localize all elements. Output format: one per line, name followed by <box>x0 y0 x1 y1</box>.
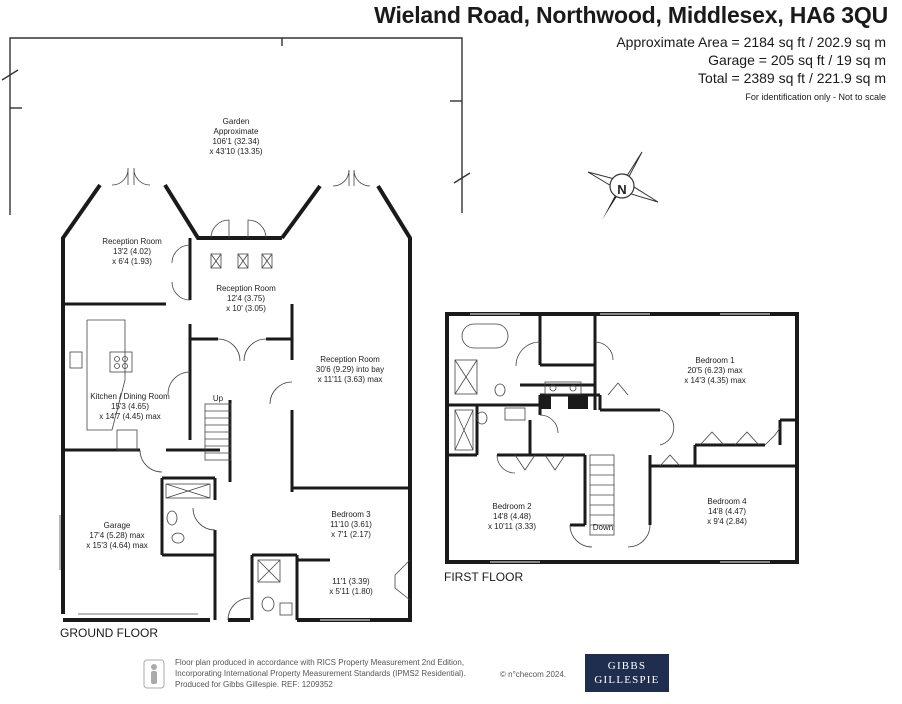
ground-floor-fittings <box>59 167 411 621</box>
reception-1-dim2: x 6'4 (1.93) <box>112 257 152 266</box>
reception-3-name: Reception Room <box>320 355 380 364</box>
brand-logo: GIBBS GILLESPIE <box>585 654 669 692</box>
compass-label: N <box>617 182 626 197</box>
stairs-up-label: Up <box>213 394 224 403</box>
kitchen-name: Kitchen / Dining Room <box>90 392 170 401</box>
bedroom-2-dim2: x 10'11 (3.33) <box>488 522 536 531</box>
chimney-block-small <box>541 395 551 409</box>
footer-line-1: Floor plan produced in accordance with R… <box>175 658 465 667</box>
ground-floor-title: GROUND FLOOR <box>60 626 159 640</box>
ground-floor-labels: Garden Approximate 106'1 (32.34) x 43'10… <box>86 117 384 596</box>
bedroom-4-dim1: 14'8 (4.47) <box>708 507 746 516</box>
garden-dim1: 106'1 (32.34) <box>213 137 260 146</box>
garage-dim1: 17'4 (5.28) max <box>89 531 144 540</box>
bedroom-1-dim2: x 14'3 (4.35) max <box>684 376 746 385</box>
small-room-dim1: 11'1 (3.39) <box>332 577 370 586</box>
stairs-down-label: Down <box>593 523 613 532</box>
footer-line-2: Incorporating International Property Mea… <box>175 669 466 678</box>
first-floor-interior-walls <box>447 314 797 527</box>
total-area: Total = 2389 sq ft / 221.9 sq m <box>698 70 886 86</box>
bedroom-3-name: Bedroom 3 <box>331 510 371 519</box>
bedroom-3-dim2: x 7'1 (2.17) <box>331 530 371 539</box>
garden-dim2: x 43'10 (13.35) <box>209 147 262 156</box>
approx-area: Approximate Area = 2184 sq ft / 202.9 sq… <box>616 34 886 50</box>
footer-note: Floor plan produced in accordance with R… <box>175 657 595 690</box>
bedroom-1-name: Bedroom 1 <box>695 356 735 365</box>
chimney-block <box>568 395 588 409</box>
reception-2-name: Reception Room <box>216 284 276 293</box>
first-floor-fittings <box>454 313 781 563</box>
reception-1-dim1: 13'2 (4.02) <box>113 247 151 256</box>
bedroom-1-dim1: 20'5 (6.23) max <box>687 366 742 375</box>
bedroom-3-dim1: 11'10 (3.61) <box>330 520 372 529</box>
first-floor-labels: Bedroom 1 20'5 (6.23) max x 14'3 (4.35) … <box>488 356 747 532</box>
bedroom-4-dim2: x 9'4 (2.84) <box>707 517 747 526</box>
compass-icon <box>587 151 659 220</box>
copyright: © n°checom 2024. <box>500 670 567 679</box>
garden-boundary <box>1 37 471 215</box>
kitchen-dim2: x 14'7 (4.45) max <box>99 412 161 421</box>
footer-line-3: Produced for Gibbs Gillespie. REF: 12093… <box>175 680 333 689</box>
bedroom-4-name: Bedroom 4 <box>707 497 747 506</box>
kitchen-dim1: 15'3 (4.65) <box>111 402 149 411</box>
bedroom-2-name: Bedroom 2 <box>492 502 532 511</box>
reception-1-name: Reception Room <box>102 237 162 246</box>
garage-dim2: x 15'3 (4.64) max <box>86 541 148 550</box>
reception-3-dim2: x 11'11 (3.63) max <box>318 375 383 384</box>
ground-floor-interior-walls <box>63 238 410 620</box>
garden-name: Garden <box>223 117 250 126</box>
garden-line2: Approximate <box>214 127 259 136</box>
rics-logo-icon <box>143 659 165 689</box>
brand-line-1: GIBBS <box>607 660 647 672</box>
property-address: Wieland Road, Northwood, Middlesex, HA6 … <box>374 2 888 28</box>
bedroom-2-dim1: 14'8 (4.48) <box>493 512 531 521</box>
small-room-dim2: x 5'11 (1.80) <box>329 587 373 596</box>
reception-3-dim1: 30'6 (9.29) into bay <box>316 365 384 374</box>
reception-2-dim2: x 10' (3.05) <box>226 304 266 313</box>
garage-area: Garage = 205 sq ft / 19 sq m <box>708 52 886 68</box>
disclaimer: For identification only - Not to scale <box>745 92 886 102</box>
garage-name: Garage <box>104 521 131 530</box>
first-floor-title: FIRST FLOOR <box>444 570 524 584</box>
brand-line-2: GILLESPIE <box>594 674 660 686</box>
reception-2-dim1: 12'4 (3.75) <box>227 294 265 303</box>
